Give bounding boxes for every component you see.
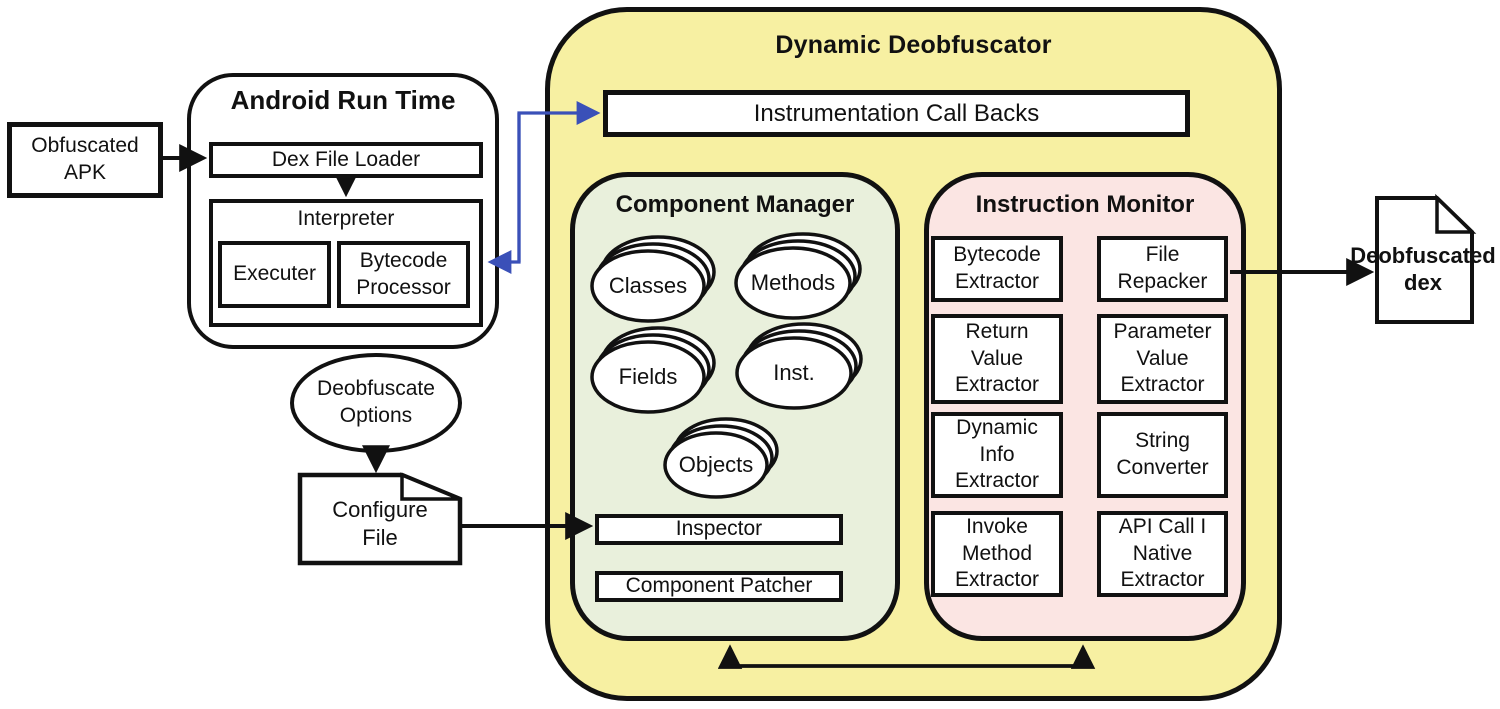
configure-file-label: Configure File: [332, 496, 428, 550]
component-patcher-bar: Component Patcher: [595, 571, 843, 602]
executer-box: Executer: [218, 241, 331, 308]
module-api-call-native-extractor: API Call I Native Extractor: [1097, 511, 1228, 597]
deobfuscate-options-ellipse: Deobfuscate Options: [290, 353, 462, 453]
bytecode-processor-box: Bytecode Processor: [337, 241, 470, 308]
deobfuscated-dex-label: Deobfuscated dex: [1350, 243, 1496, 295]
component-manager-title: Component Manager: [615, 191, 855, 218]
store-classes-label: Classes: [608, 272, 688, 298]
deobfuscate-options-label: Deobfuscate Options: [317, 377, 435, 427]
dex-file-loader-label: Dex File Loader: [271, 147, 421, 171]
module-bytecode-extractor: Bytecode Extractor: [931, 236, 1063, 302]
inspector-bar: Inspector: [595, 514, 843, 545]
instrumentation-call-backs-label: Instrumentation Call Backs: [753, 99, 1040, 127]
module-dynamic-info-extractor: Dynamic Info Extractor: [931, 412, 1063, 498]
module-parameter-value-extractor: Parameter Value Extractor: [1097, 314, 1228, 404]
module-string-converter: String Converter: [1097, 412, 1228, 498]
module-return-value-extractor: Return Value Extractor: [931, 314, 1063, 404]
dynamic-deobfuscator-title: Dynamic Deobfuscator: [775, 30, 1052, 59]
bytecode-processor-label: Bytecode Processor: [356, 248, 451, 299]
executer-label: Executer: [233, 262, 316, 286]
store-inst-label: Inst.: [773, 359, 815, 385]
obfuscated-apk-box: Obfuscated APK: [7, 122, 163, 198]
art-title: Android Run Time: [230, 84, 456, 115]
module-invoke-method-extractor: Invoke Method Extractor: [931, 511, 1063, 597]
instrumentation-call-backs-bar: Instrumentation Call Backs: [603, 90, 1190, 137]
store-objects-label: Objects: [678, 451, 754, 477]
dex-file-loader-box: Dex File Loader: [209, 142, 483, 178]
store-methods-label: Methods: [750, 269, 836, 295]
store-fields-label: Fields: [618, 363, 678, 389]
instruction-monitor-title: Instruction Monitor: [975, 191, 1195, 218]
obfuscated-apk-label: Obfuscated APK: [31, 134, 139, 184]
inspector-label: Inspector: [675, 517, 763, 541]
component-patcher-label: Component Patcher: [625, 574, 813, 598]
module-file-repacker: File Repacker: [1097, 236, 1228, 302]
interpreter-title: Interpreter: [297, 206, 395, 230]
